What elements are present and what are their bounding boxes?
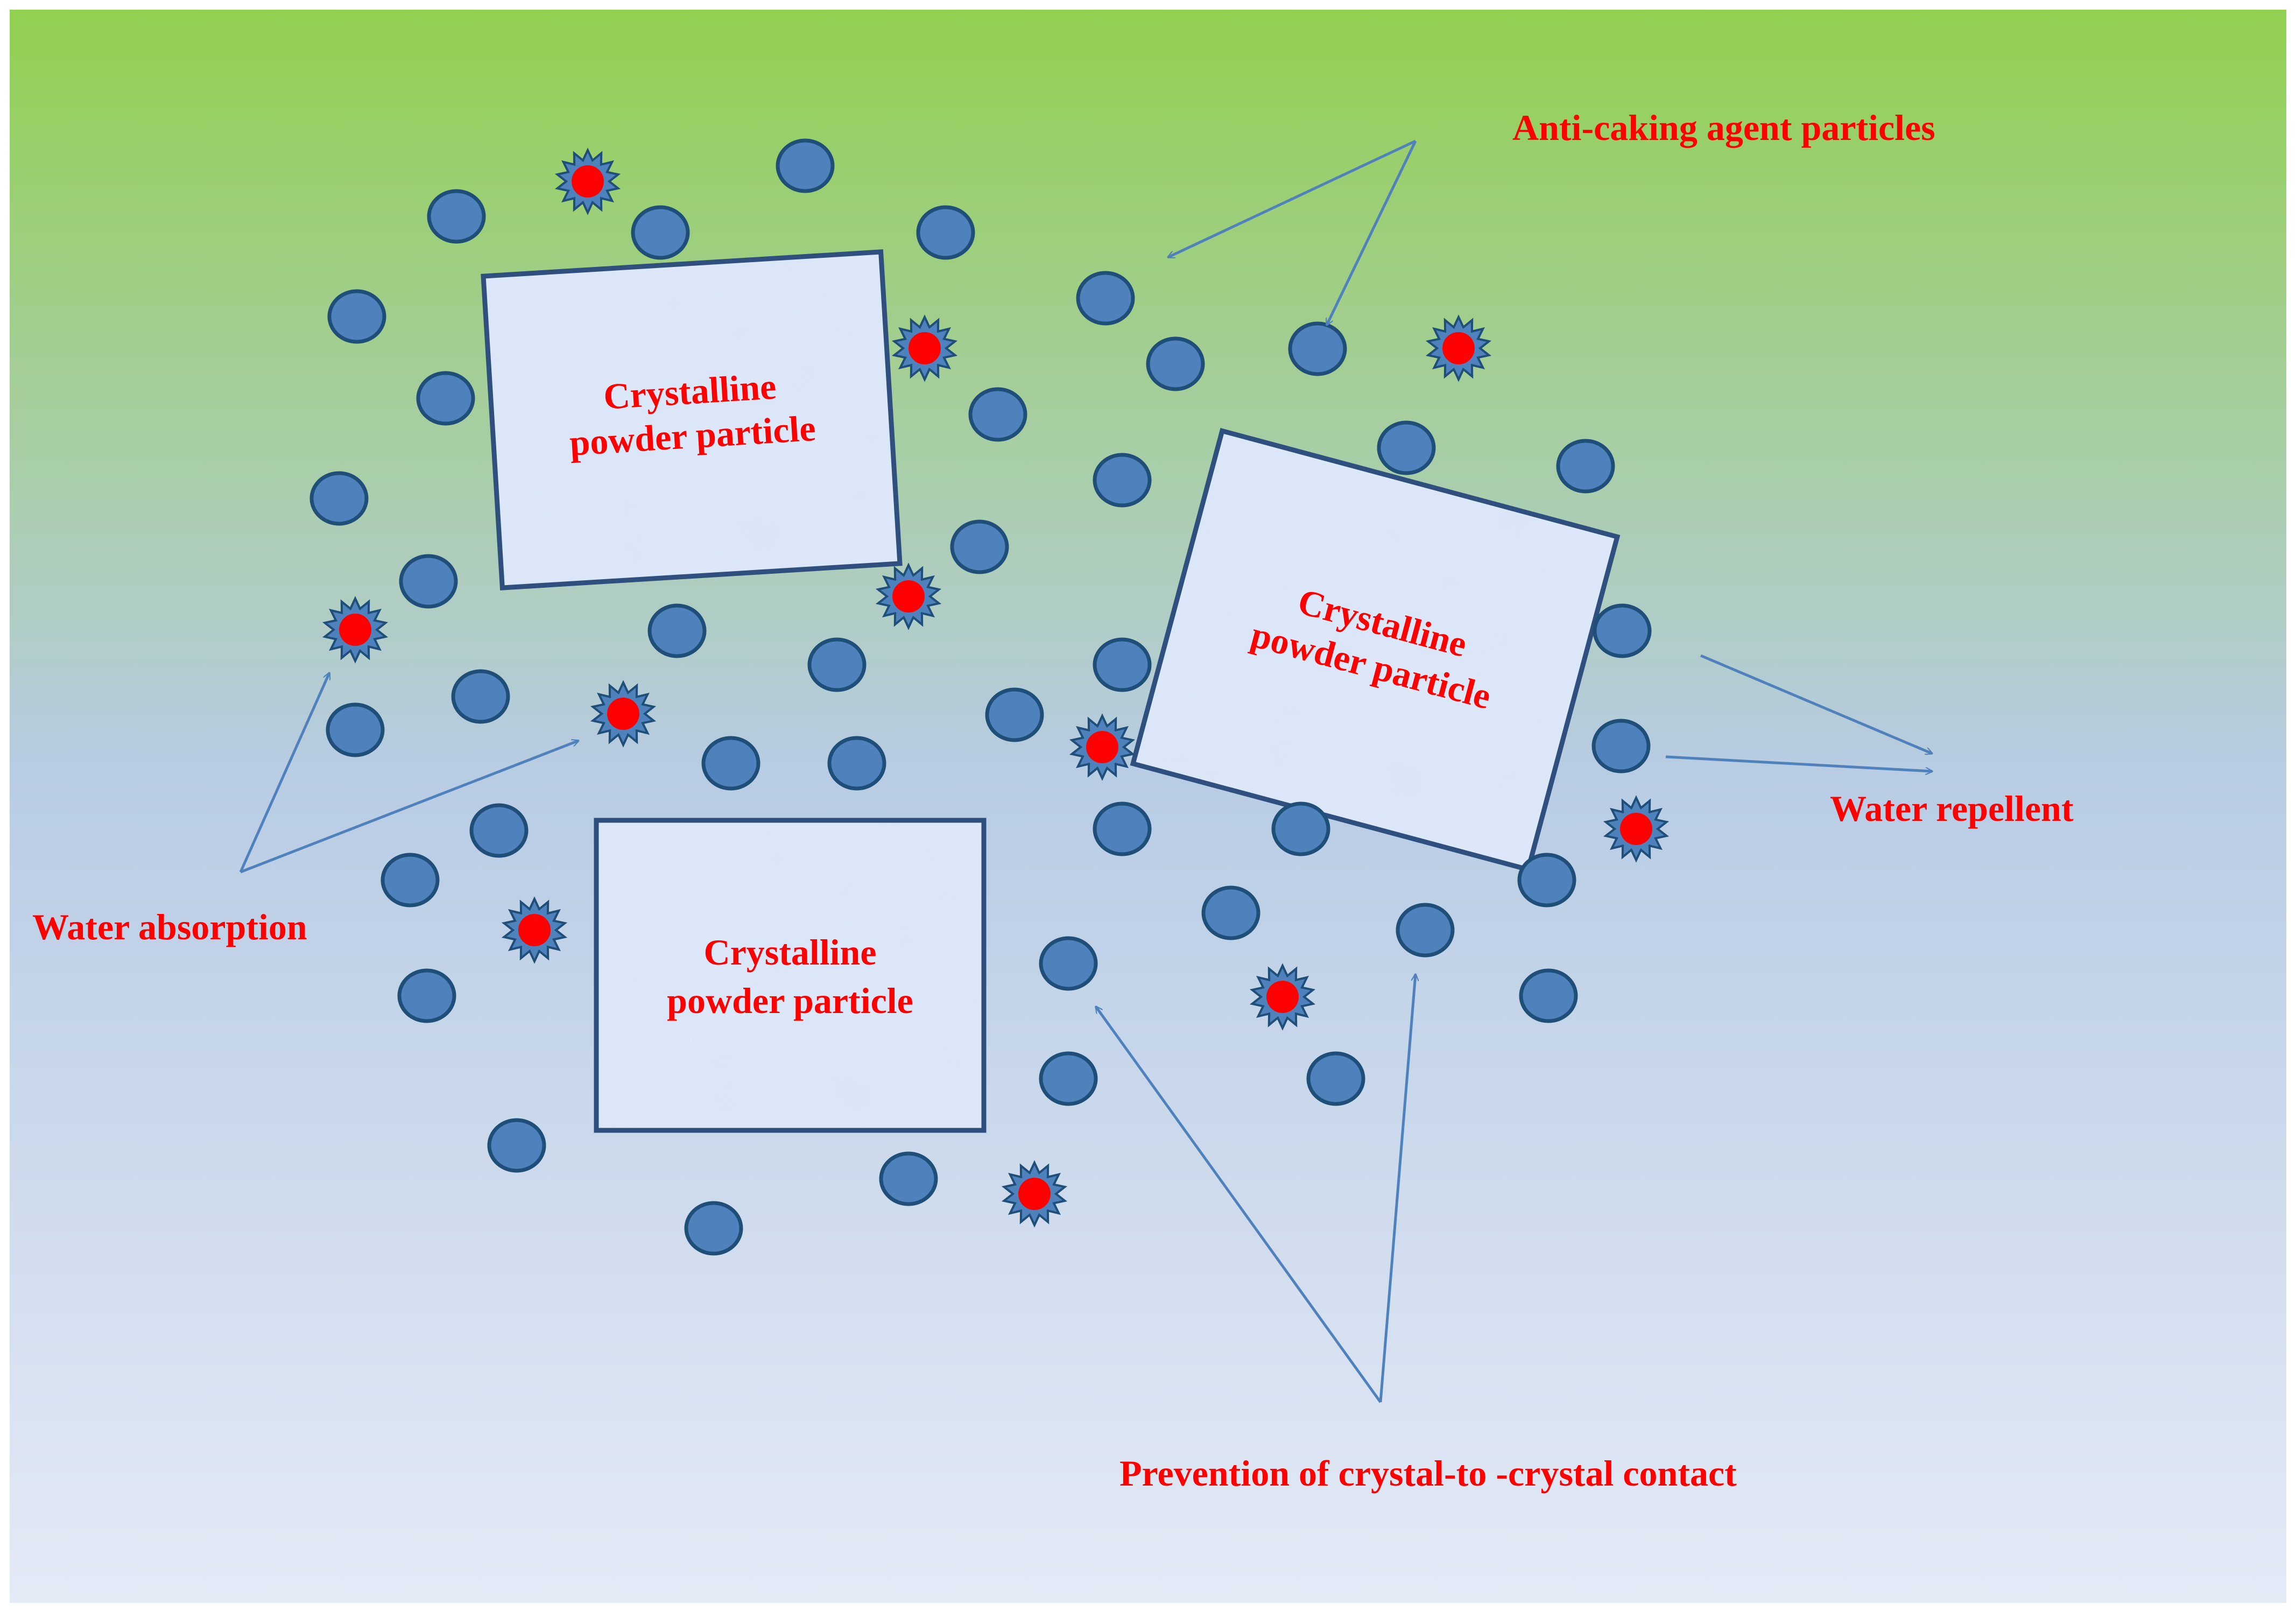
water-absorbing-particle-6 — [590, 680, 657, 748]
water-repellent-particle-38 — [1306, 1051, 1365, 1106]
water-repellent-particle-7 — [451, 669, 510, 724]
arrow-anti-caking-1 — [1168, 139, 1417, 259]
water-repellent-particle-26 — [827, 736, 886, 791]
water-repellent-particle-31 — [1201, 885, 1260, 940]
water-repellent-particle-35 — [397, 968, 456, 1023]
water-repellent-particle-2 — [327, 289, 386, 344]
water-repellent-particle-40 — [879, 1151, 938, 1206]
water-repellent-particle-11 — [1076, 271, 1135, 326]
water-repellent-particle-5 — [399, 554, 458, 609]
water-repellent-particle-28 — [1093, 801, 1152, 856]
water-absorbing-particle-3 — [1425, 314, 1492, 382]
background-panel — [10, 10, 2286, 1603]
water-repellent-particle-22 — [1593, 603, 1652, 658]
crystal-particle-3: Crystalline powder particle — [594, 818, 987, 1133]
water-repellent-particle-3 — [416, 371, 475, 426]
water-repellent-particle-39 — [487, 1118, 546, 1173]
crystal-particle-2: Crystalline powder particle — [1130, 428, 1621, 873]
arrow-water-absorption-2 — [240, 741, 579, 874]
water-repellent-particle-17 — [1093, 453, 1152, 508]
water-repellent-particle-18 — [950, 519, 1009, 574]
arrow-water-repellent-1 — [1700, 654, 1932, 754]
water-repellent-particle-32 — [1396, 903, 1455, 958]
water-repellent-particle-37 — [1039, 1051, 1098, 1106]
water-absorbing-particle-1 — [554, 147, 621, 215]
water-repellent-particle-4 — [309, 471, 369, 526]
water-repellent-particle-15 — [1377, 420, 1436, 475]
water-absorbing-particle-9 — [501, 896, 568, 964]
label-anti-caking-agent-particles: Anti-caking agent particles — [1512, 107, 1935, 148]
water-repellent-particle-34 — [1039, 936, 1098, 991]
water-repellent-particle-30 — [381, 853, 440, 908]
arrow-anti-caking-2 — [1325, 140, 1417, 325]
water-repellent-particle-9 — [631, 205, 690, 260]
water-absorbing-particle-5 — [322, 596, 389, 664]
water-repellent-particle-25 — [701, 736, 760, 791]
water-repellent-particle-1 — [427, 189, 486, 244]
crystal-particle-1: Crystalline powder particle — [481, 249, 903, 590]
water-repellent-particle-8 — [776, 138, 835, 193]
arrow-prevention-1 — [1096, 1007, 1382, 1403]
crystal-particle-3-line2: powder particle — [667, 980, 913, 1021]
water-repellent-particle-41 — [684, 1201, 743, 1256]
water-repellent-particle-29 — [1271, 801, 1330, 856]
arrow-water-repellent-2 — [1665, 755, 1932, 771]
label-water-repellent: Water repellent — [1830, 788, 2074, 829]
water-repellent-particle-14 — [968, 387, 1027, 442]
arrow-water-absorption-1 — [239, 673, 329, 873]
water-repellent-particle-36 — [1519, 968, 1578, 1023]
water-repellent-particle-33 — [1517, 853, 1576, 908]
water-repellent-particle-12 — [1146, 336, 1205, 391]
water-repellent-particle-21 — [1093, 637, 1152, 692]
water-repellent-particle-16 — [1556, 439, 1615, 494]
water-absorbing-particle-8 — [1603, 795, 1670, 863]
water-repellent-particle-27 — [469, 803, 529, 858]
water-repellent-particle-23 — [1591, 719, 1651, 773]
label-water-absorption: Water absorption — [32, 906, 307, 947]
water-absorbing-particle-4 — [875, 562, 942, 630]
water-absorbing-particle-7 — [1069, 713, 1136, 781]
water-repellent-particle-19 — [647, 603, 707, 658]
water-repellent-particle-6 — [326, 702, 385, 757]
water-absorbing-particle-11 — [1001, 1160, 1068, 1228]
water-absorbing-particle-2 — [891, 314, 958, 382]
label-prevention-of-contact: Prevention of crystal-to -crystal contac… — [1119, 1453, 1737, 1494]
arrow-prevention-2 — [1379, 974, 1415, 1403]
crystal-particle-3-line1: Crystalline — [703, 932, 876, 973]
water-repellent-particle-20 — [807, 637, 867, 692]
water-repellent-particle-10 — [916, 205, 975, 260]
water-absorbing-particles — [322, 147, 1670, 1228]
water-repellent-particle-13 — [1288, 321, 1347, 376]
water-absorbing-particle-10 — [1249, 963, 1316, 1031]
water-repellent-particles — [309, 138, 1652, 1256]
water-repellent-particle-24 — [985, 687, 1044, 742]
annotation-arrows — [239, 139, 1932, 1403]
